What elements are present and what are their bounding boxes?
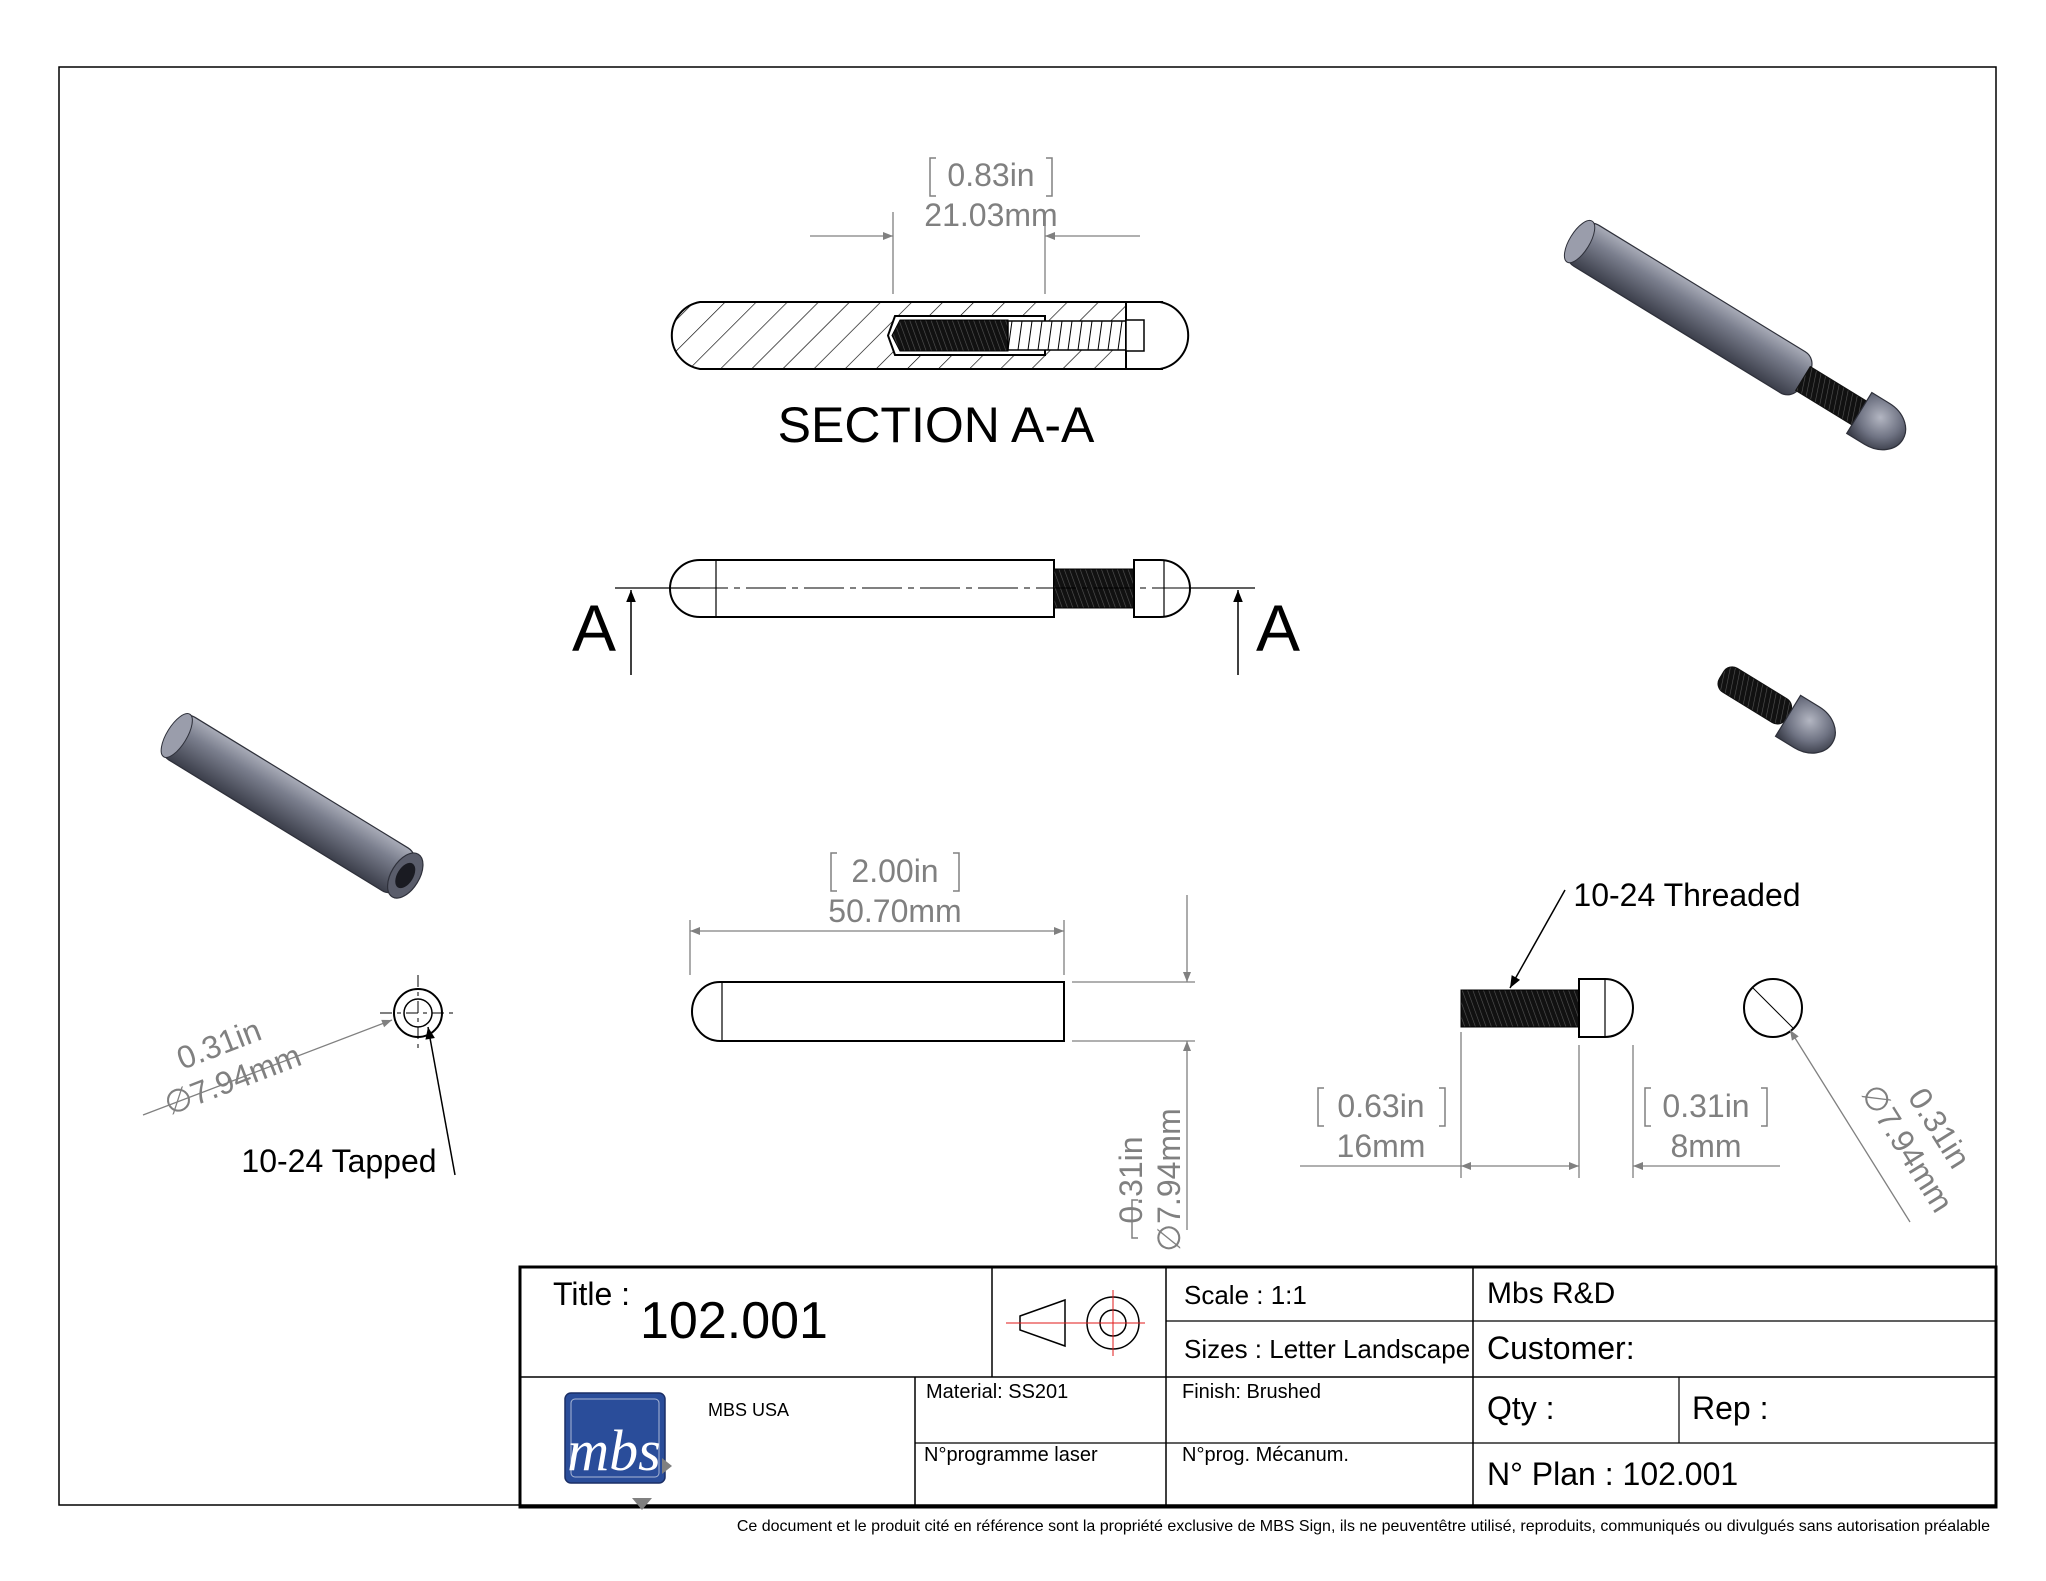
- sheet-border: [58, 66, 1997, 1506]
- mbs-logo: mbs: [564, 1392, 672, 1510]
- section-dim-mm: 21.03mm: [924, 197, 1057, 233]
- logo-text: mbs: [567, 1418, 660, 1483]
- screw-head-mm: 8mm: [1670, 1128, 1741, 1164]
- iso-assembly-render: [1563, 219, 1907, 451]
- meca-prog-text: N°prog. Mécanum.: [1182, 1444, 1349, 1466]
- head-end-view: 0.31in ∅7.94mm: [1743, 978, 1978, 1223]
- sizes-text: Sizes : Letter Landscape: [1184, 1334, 1471, 1364]
- title-block: [518, 1265, 1998, 1509]
- screw-view: 10-24 Threaded 0.63in 16mm 0.31in 8mm: [1300, 877, 1801, 1178]
- rep-text: Rep :: [1692, 1390, 1769, 1426]
- scale-text: Scale : 1:1: [1184, 1280, 1307, 1310]
- threaded-note: 10-24 Threaded: [1573, 877, 1800, 913]
- side-dia-mm: ∅7.94mm: [1151, 1108, 1187, 1251]
- plan-number-text: N° Plan : 102.001: [1487, 1456, 1739, 1492]
- screw-head-in: 0.31in: [1662, 1088, 1749, 1124]
- confidentiality-footer: Ce document et le produit cité en référe…: [736, 1518, 1990, 1535]
- section-marker-left: A: [572, 591, 616, 665]
- side-length-mm: 50.70mm: [828, 893, 961, 929]
- projection-symbol-icon: [1006, 1290, 1145, 1356]
- section-dim-in: 0.83in: [947, 157, 1034, 193]
- brand-text: MBS USA: [708, 1400, 790, 1420]
- screw-thread-in: 0.63in: [1337, 1088, 1424, 1124]
- section-label: SECTION A-A: [778, 397, 1095, 453]
- tapped-note: 10-24 Tapped: [241, 1143, 436, 1179]
- elevation-view: A A: [572, 559, 1300, 675]
- iso-rod-render: [160, 713, 424, 899]
- side-view: 2.00in 50.70mm 0.31in ∅7.94mm: [689, 852, 1195, 1252]
- screw-thread-mm: 16mm: [1337, 1128, 1426, 1164]
- qty-text: Qty :: [1487, 1390, 1555, 1426]
- section-view: 0.83in 21.03mm SECTION A-A: [670, 157, 1190, 453]
- iso-screw-render: [1717, 666, 1836, 754]
- end-view-left: 0.31in ∅7.94mm 10-24 Tapped: [142, 975, 456, 1179]
- material-text: Material: SS201: [926, 1381, 1069, 1403]
- company-text: Mbs R&D: [1487, 1277, 1616, 1310]
- finish-text: Finish: Brushed: [1182, 1381, 1321, 1403]
- side-dia-in: 0.31in: [1113, 1136, 1149, 1223]
- title-value: 102.001: [640, 1292, 828, 1350]
- customer-text: Customer:: [1487, 1330, 1635, 1366]
- section-marker-right: A: [1256, 591, 1300, 665]
- title-label: Title :: [553, 1276, 631, 1312]
- laser-prog-text: N°programme laser: [924, 1444, 1098, 1466]
- side-length-in: 2.00in: [851, 853, 938, 889]
